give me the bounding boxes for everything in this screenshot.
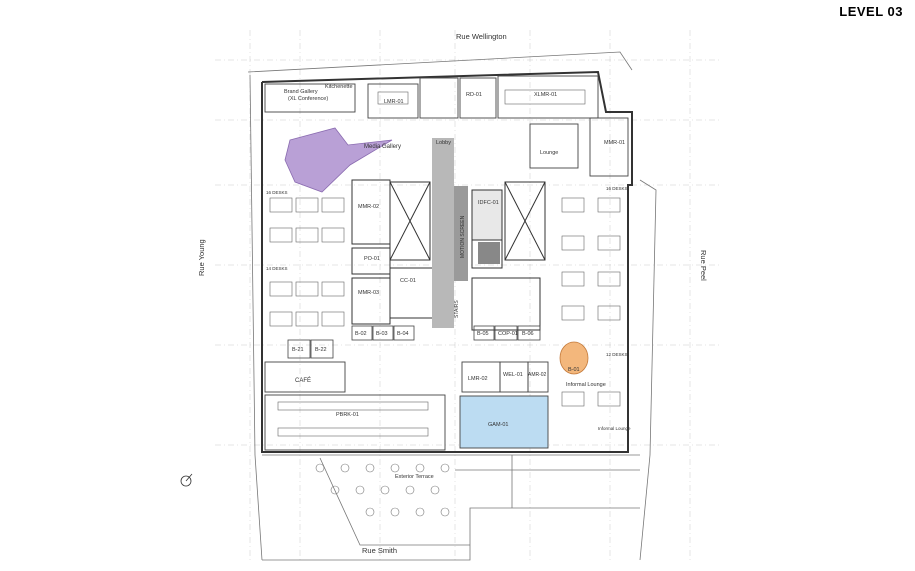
label-b21: B-21 [292, 347, 304, 353]
lobby-corridor [432, 138, 454, 328]
label-mmr03: MMR-03 [358, 290, 379, 296]
north-arrow-icon [180, 473, 193, 487]
label-xl-conference: (XL Conference) [288, 96, 328, 102]
desk-clusters-west [269, 197, 345, 327]
label-mmr01: MMR-01 [604, 140, 625, 146]
label-informal-lounge-2: Informal Lounge [598, 426, 631, 431]
label-b01: B-01 [568, 367, 580, 373]
label-lobby: Lobby [436, 140, 451, 146]
room-labels: Brand Gallery (XL Conference) Kitchenett… [266, 84, 631, 480]
label-motion-screen: MOTION SCREEN [460, 215, 466, 258]
label-rd01: RD-01 [466, 92, 482, 98]
label-xlmr01: XLMR-01 [534, 92, 557, 98]
label-stairs: STAIRS [454, 300, 460, 318]
stair-core [478, 242, 500, 264]
label-po01: PO-01 [364, 256, 380, 262]
street-labels: Rue Wellington Rue Smith Rue Young Rue P… [197, 32, 708, 555]
label-brand-gallery: Brand Gallery [284, 89, 318, 95]
label-cc01: CC-01 [400, 278, 416, 284]
label-gam01: GAM-01 [488, 422, 508, 428]
site-outline [247, 51, 657, 561]
media-gallery-zone [284, 127, 393, 193]
label-lmr02: LMR-02 [468, 376, 488, 382]
label-informal-lounge: Informal Lounge [566, 382, 606, 388]
desk-clusters-east [561, 197, 621, 407]
label-b06: B-06 [522, 331, 534, 337]
b01-pod [559, 341, 589, 375]
label-b02: B-02 [355, 331, 367, 337]
label-desks-16b: 16 DESKS [606, 186, 628, 191]
label-lmr01: LMR-01 [384, 99, 404, 105]
label-exterior-terrace: Exterior Terrace [395, 474, 434, 480]
label-mmr02: MMR-02 [358, 204, 379, 210]
south-rooms [264, 361, 549, 451]
label-lounge: Lounge [540, 150, 558, 156]
street-south: Rue Smith [362, 546, 397, 555]
building-walls [261, 70, 633, 453]
level-label: LEVEL 03 [839, 4, 903, 19]
street-north: Rue Wellington [456, 32, 507, 41]
motion-screen [454, 186, 468, 281]
north-rooms [264, 75, 629, 177]
label-b05: B-05 [477, 331, 489, 337]
label-b22: B-22 [315, 347, 327, 353]
building-core [351, 179, 546, 331]
column-grid [215, 30, 720, 560]
label-b04: B-04 [397, 331, 409, 337]
booth-row [287, 325, 541, 359]
label-pbrk01: PBRK-01 [336, 412, 359, 418]
street-east: Rue Peel [699, 250, 708, 281]
label-idfc01: IDFC-01 [478, 200, 499, 206]
label-wel01: WEL-01 [503, 372, 523, 378]
terrace-tables [315, 463, 450, 517]
label-b03: B-03 [376, 331, 388, 337]
label-media-gallery: Media Gallery [364, 144, 401, 150]
street-west: Rue Young [197, 239, 206, 276]
label-kitchenette: Kitchenette [325, 84, 353, 90]
conference-tables [277, 89, 586, 437]
label-desks-16a: 16 DESKS [266, 190, 288, 195]
label-cop01: COP-01 [498, 331, 518, 337]
gam-room [459, 395, 549, 449]
label-desks-14: 14 DESKS [266, 266, 288, 271]
label-cafe: CAFÉ [295, 377, 311, 384]
label-amr02: AMR-02 [528, 372, 547, 378]
label-desks-12: 12 DESKS [606, 352, 628, 357]
